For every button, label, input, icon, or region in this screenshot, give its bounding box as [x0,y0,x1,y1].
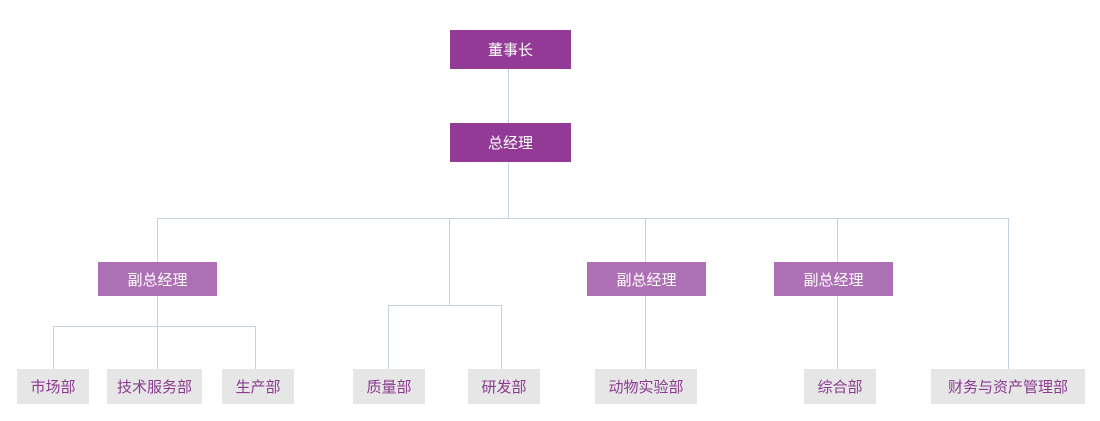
connector [157,326,158,369]
connector [645,218,646,262]
connector [388,305,389,369]
connector [157,296,158,327]
connector [837,296,838,369]
node-vice-gm-2: 副总经理 [587,262,706,296]
node-vice-gm-1: 副总经理 [98,262,217,296]
connector [53,326,54,369]
node-dept-tech-service: 技术服务部 [107,369,202,404]
connector [508,69,509,123]
node-vice-gm-3: 副总经理 [774,262,893,296]
node-dept-marketing: 市场部 [17,369,89,404]
connector [449,218,450,306]
node-dept-general: 综合部 [804,369,876,404]
connector [388,305,502,306]
node-general-manager: 总经理 [450,123,571,162]
node-dept-finance: 财务与资产管理部 [931,369,1085,404]
connector [157,218,158,262]
connector [53,326,256,327]
node-dept-production: 生产部 [222,369,294,404]
connector [255,326,256,369]
connector [1008,218,1009,369]
connector [645,296,646,369]
connector [837,218,838,262]
node-dept-rnd: 研发部 [468,369,540,404]
node-dept-quality: 质量部 [353,369,425,404]
connector [508,162,509,219]
connector [157,218,1010,219]
node-dept-animal-lab: 动物实验部 [595,369,697,404]
node-chairman: 董事长 [450,30,571,69]
connector [501,305,502,369]
